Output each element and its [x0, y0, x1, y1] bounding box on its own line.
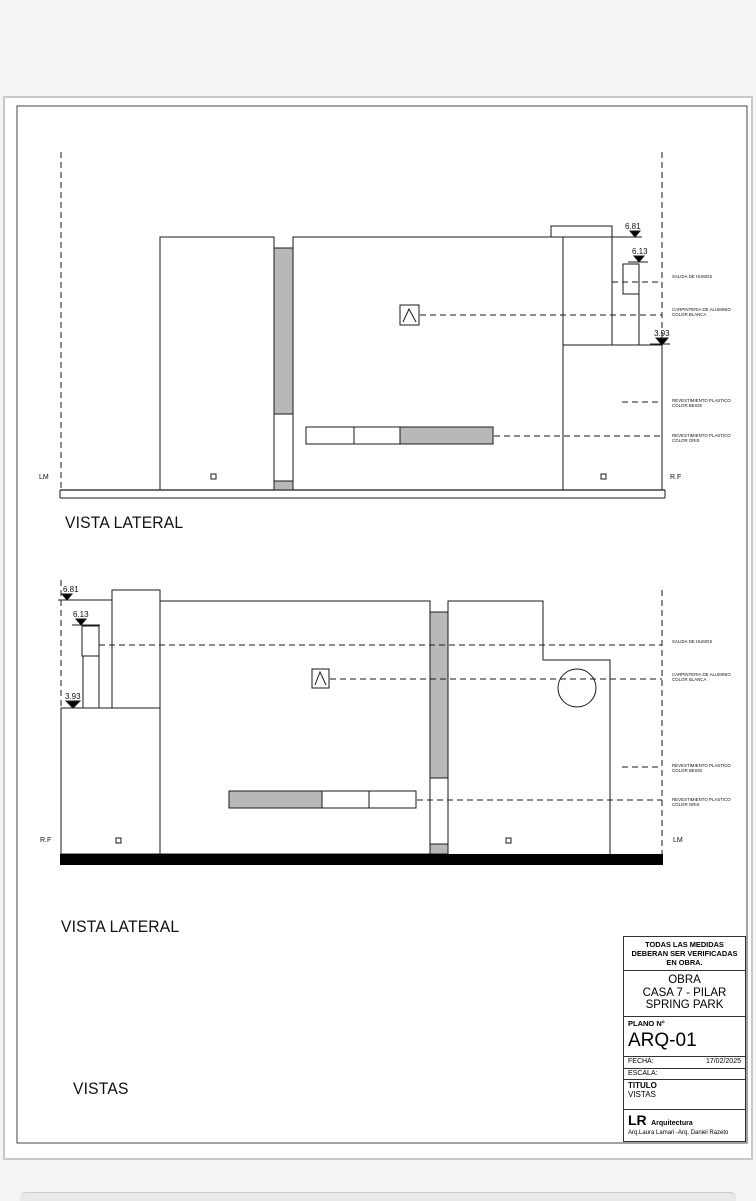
title-value: VISTAS [628, 1090, 656, 1099]
project-name: CASA 7 - PILAR [642, 986, 727, 999]
title-block-plan: PLANO N° ARQ-01 [624, 1017, 745, 1057]
note-humos: SALIDA DE HUMOS [672, 639, 712, 644]
note-beige-2: COLOR BEIGE [672, 403, 702, 408]
note-gris-1: REVESTIMIENTO PLASTICO [672, 797, 731, 802]
side-label-right: LM [673, 837, 683, 844]
volume-left [60, 707, 161, 855]
column-base [273, 480, 294, 491]
volume-right [447, 600, 611, 854]
note-line-2: DEBERAN SER VERIFICADAS [631, 949, 738, 958]
window-pane-1 [321, 790, 370, 809]
date-value: 17/02/2025 [705, 1058, 741, 1065]
volume-center [292, 236, 564, 491]
side-label-left: R.F [40, 837, 51, 844]
volume-left [159, 236, 275, 491]
base-slab [60, 854, 663, 865]
firm-name: Arquitectura [651, 1120, 693, 1127]
volume-upper-left [111, 589, 161, 709]
side-label-left: LM [39, 474, 49, 481]
architects: Arq.Laura Lamari -Arq. Daniel Razeto [628, 1130, 729, 1136]
level-label-681: 6.81 [625, 222, 641, 231]
note-carpinteria-2: COLOR BLANCA [672, 677, 706, 682]
scale-label: ESCALA: [628, 1070, 658, 1077]
parapet [550, 225, 613, 238]
date-label: FECHA: [628, 1058, 654, 1065]
window-pane-1 [305, 426, 355, 445]
sheet-label: VISTAS [73, 1079, 129, 1098]
volume-center [159, 600, 431, 855]
project-label: OBRA [668, 974, 701, 986]
window-vertical [273, 413, 294, 482]
view-title-2: VISTA LATERAL [61, 917, 180, 936]
note-gris-2: COLOR GRIS [672, 438, 700, 443]
title-block-scale: ESCALA: [624, 1069, 745, 1080]
elevation-1 [59, 152, 670, 499]
level-triangle-393 [654, 337, 670, 346]
note-carpinteria-2: COLOR BLANCA [672, 312, 706, 317]
mark-2 [600, 473, 607, 480]
title-block-date: FECHA: 17/02/2025 [624, 1057, 745, 1069]
window-symbol [314, 670, 327, 686]
level-label-613: 6.13 [632, 247, 648, 256]
plan-number: ARQ-01 [628, 1030, 697, 1051]
title-block-title: TITULO VISTAS [624, 1080, 745, 1110]
note-gris-1: REVESTIMIENTO PLASTICO [672, 433, 731, 438]
window-vertical [429, 777, 449, 845]
title-block-project: OBRA CASA 7 - PILAR SPRING PARK [624, 971, 745, 1017]
cladding-gray-panel [228, 790, 323, 809]
title-label: TITULO [628, 1081, 657, 1090]
note-line-1: TODAS LAS MEDIDAS [645, 940, 724, 949]
level-label-613: 6.13 [73, 610, 89, 619]
note-beige-1: REVESTIMIENTO PLASTICO [672, 398, 731, 403]
small-window [399, 304, 420, 326]
volume-upper-right [562, 236, 613, 346]
title-block-firm: LR Arquitectura Arq.Laura Lamari -Arq. D… [624, 1110, 745, 1138]
level-label-393: 3.93 [654, 329, 670, 338]
small-window [311, 668, 330, 689]
note-carpinteria-1: CARPINTERIA DE ALUMINIO [672, 307, 731, 312]
cladding-gray-panel [399, 426, 494, 445]
round-window [557, 668, 597, 708]
sheet-border [16, 105, 748, 1144]
next-page-edge [20, 1192, 736, 1201]
window-symbol [402, 307, 417, 323]
note-humos: SALIDA DE HUMOS [672, 274, 712, 279]
title-block: TODAS LAS MEDIDAS DEBERAN SER VERIFICADA… [623, 936, 746, 1142]
plan-label: PLANO N° [628, 1019, 665, 1028]
level-triangle-681 [60, 593, 74, 601]
level-triangle-613 [632, 255, 646, 263]
note-carpinteria-1: CARPINTERIA DE ALUMINIO [672, 672, 731, 677]
note-beige-1: REVESTIMIENTO PLASTICO [672, 763, 731, 768]
volume-right [562, 344, 663, 491]
window-pane-2 [368, 790, 417, 809]
bottom-margin [0, 1160, 756, 1201]
side-label-right: R.F [670, 474, 681, 481]
view-title-1: VISTA LATERAL [65, 513, 184, 532]
firm-logo: LR [628, 1112, 647, 1128]
project-location: SPRING PARK [645, 999, 724, 1011]
note-gris-2: COLOR GRIS [672, 802, 700, 807]
cladding-gray-column [273, 247, 294, 415]
level-label-681: 6.81 [63, 585, 79, 594]
mark-1 [115, 837, 122, 844]
level-triangle-393 [64, 700, 82, 709]
chimney [622, 263, 640, 295]
mark-1 [210, 473, 217, 480]
cladding-gray-column [429, 611, 449, 779]
level-triangle-681 [628, 230, 642, 238]
note-beige-2: COLOR BEIGE [672, 768, 702, 773]
elevation-2 [58, 580, 663, 855]
note-line-3: EN OBRA. [666, 958, 703, 967]
level-triangle-613 [74, 618, 88, 626]
window-pane-2 [353, 426, 401, 445]
mark-2 [505, 837, 512, 844]
level-label-393: 3.93 [65, 692, 81, 701]
title-block-note: TODAS LAS MEDIDAS DEBERAN SER VERIFICADA… [624, 937, 745, 971]
column-base [429, 843, 449, 855]
top-margin [0, 0, 756, 96]
chimney [81, 625, 100, 657]
